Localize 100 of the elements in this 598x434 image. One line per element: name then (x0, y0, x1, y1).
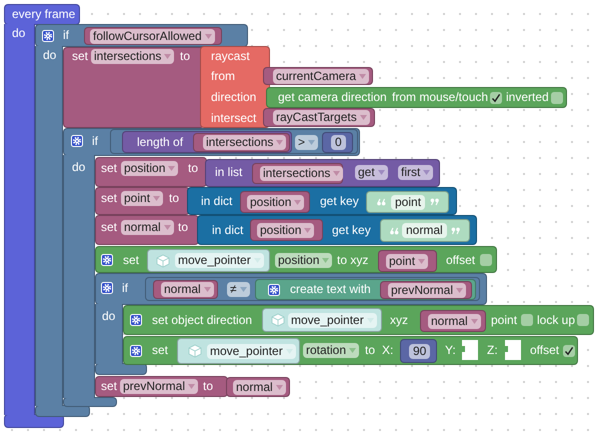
dropdown-field: ≠ (227, 282, 250, 296)
create-text-block (255, 279, 476, 300)
block-label: every frame (12, 7, 76, 22)
dropdown-field: move_pointer (207, 344, 296, 358)
variable-dropdown: rayCastTargets (273, 110, 370, 125)
variable-dropdown: normal (161, 282, 214, 297)
block-label: in dict (212, 222, 244, 238)
dropdown-field: position (121, 160, 178, 176)
variable-block (378, 250, 437, 272)
block-label: if (92, 134, 98, 148)
variable-dropdown: normal (233, 380, 286, 394)
object-block (177, 338, 300, 364)
block-label: direction (211, 90, 256, 104)
block-label: to (169, 190, 180, 206)
number-block (400, 339, 437, 363)
set-variable-block (63, 47, 205, 128)
variable-dropdown: position (247, 194, 304, 210)
list-get-block (205, 159, 440, 187)
block-label: to xyz (337, 252, 368, 268)
variable-block (240, 191, 310, 213)
variable-dropdown: intersections (260, 166, 344, 181)
block-label: Z: (487, 343, 498, 358)
variable-dropdown: prevNormal (388, 282, 466, 298)
dropdown-field: move_pointer (175, 253, 264, 268)
variable-dropdown: normal (428, 314, 481, 328)
variable-dropdown: point (386, 254, 428, 268)
if-block (63, 128, 360, 156)
variable-block (263, 108, 375, 127)
dropdown-field: get (355, 164, 388, 180)
list-length-block (122, 131, 292, 153)
block-label: from (211, 68, 235, 84)
block-label: if (122, 280, 128, 296)
block-label: set (101, 160, 118, 176)
block-label: do (72, 160, 86, 174)
block-label: Y: (445, 343, 456, 358)
block-label: lock up (537, 312, 576, 328)
block-label: set (101, 379, 118, 394)
block-label: if (63, 28, 69, 43)
dropdown-field: position (275, 252, 332, 268)
number-input-field: 90 (409, 344, 430, 358)
block-label: do (12, 26, 26, 40)
dropdown-field: prevNormal (120, 379, 198, 394)
dropdown-field: first (398, 164, 434, 180)
dict-get-block (187, 187, 457, 215)
variable-dropdown: position (257, 222, 314, 238)
raycast-block (200, 46, 270, 128)
text-block (366, 191, 449, 213)
dropdown-field: point (121, 190, 164, 206)
block-label: in list (215, 164, 242, 180)
block-label: get key (332, 222, 371, 238)
variable-block (380, 281, 472, 299)
block-label: get camera direction (278, 90, 387, 105)
set-variable-block (95, 157, 207, 187)
block-label: from mouse/touch (392, 90, 488, 105)
number-block (322, 132, 353, 153)
variable-block (420, 310, 486, 332)
text-block (380, 219, 470, 242)
block-label: to (203, 379, 214, 394)
block-label: set object direction (152, 312, 252, 328)
set-position-block (95, 246, 497, 273)
block-label: do (102, 308, 116, 324)
block-label: X: (382, 343, 394, 358)
block-label: to (178, 220, 188, 234)
object-block (147, 249, 270, 272)
variable-dropdown: intersections (203, 135, 286, 150)
variable-block (226, 377, 290, 397)
if-block (95, 273, 487, 305)
block-label: get key (320, 194, 359, 208)
set-rotation-block (123, 336, 578, 365)
dict-get-block (197, 215, 477, 245)
dropdown-field: move_pointer (288, 312, 377, 328)
block-label: offset (446, 252, 476, 268)
set-variable-block (95, 215, 199, 245)
variable-dropdown: currentCamera (273, 68, 370, 84)
block-label: set (101, 220, 118, 234)
block-label: length of (137, 134, 184, 150)
block-label: set (152, 343, 168, 358)
object-block (262, 308, 382, 332)
block-label: set (72, 48, 88, 64)
dropdown-field: > (295, 134, 318, 150)
block-label: to (365, 343, 376, 358)
block-label: xyz (390, 312, 408, 328)
block-label: intersect (211, 110, 256, 126)
dropdown-field: normal (121, 220, 174, 234)
variable-block (252, 163, 343, 184)
set-variable-block (95, 376, 228, 397)
block-label: in dict (201, 194, 232, 208)
compare-block (110, 129, 358, 154)
variable-block (263, 67, 373, 85)
number-input-field: 0 (331, 135, 346, 150)
if-block (35, 24, 248, 47)
variable-block (250, 219, 323, 241)
set-variable-block (95, 187, 190, 215)
set-direction-block (123, 305, 594, 335)
variable-block (193, 133, 290, 152)
block-label: to (188, 160, 198, 176)
text-input-field: point (391, 194, 426, 210)
block-label: to (180, 48, 190, 64)
block-label: create text with (290, 282, 371, 297)
block-label: do (43, 48, 56, 62)
